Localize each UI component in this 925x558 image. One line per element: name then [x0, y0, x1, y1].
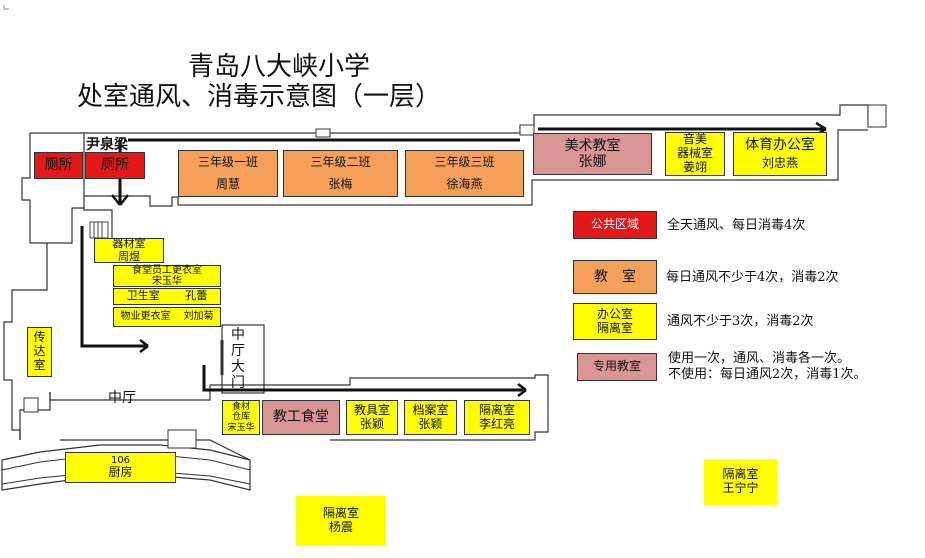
art-name: 美术教室: [564, 137, 621, 154]
isolation3-name: 隔离室: [722, 467, 759, 482]
legend-swatch-public-area: 公共区域: [573, 211, 657, 239]
class2-teacher: 张梅: [328, 176, 353, 191]
teaching-tools-room: 教具室 张颖: [346, 400, 398, 435]
teaching-tools-name: 教具室: [353, 402, 390, 417]
archive-room: 档案室 张颖: [404, 400, 457, 435]
class1-teacher: 周慧: [215, 176, 240, 191]
legend-swatch-special-room: 专用教室: [577, 353, 657, 381]
guard-room-label: 传达室: [33, 330, 46, 372]
middle-hall-label: 中厅: [108, 390, 136, 406]
title-line-2: 处室通风、消毒示意图（一层）: [77, 82, 442, 112]
pe-person: 刘忠燕: [761, 156, 798, 171]
guard-room: 传达室: [27, 327, 52, 377]
legend-desc-special-room-line2: 不使用：每日通风2次，消毒1次。: [668, 367, 867, 382]
legend-key-office-line2: 隔离室: [596, 320, 633, 335]
isolation2-person: 杨震: [328, 520, 353, 534]
teaching-tools-person: 张颖: [359, 416, 384, 431]
equip-name: 器材室: [112, 236, 146, 250]
isolation1-name: 隔离室: [478, 402, 515, 417]
storage-person: 宋玉华: [227, 422, 255, 433]
title-line-1: 青岛八大峡小学: [188, 52, 371, 82]
toilet-right-label: 厕所: [101, 157, 129, 174]
staff-canteen: 教工食堂: [262, 400, 340, 435]
art-classroom: 美术教室 张娜: [533, 133, 652, 175]
property-person: 刘加菊: [183, 311, 214, 323]
clinic-name: 卫生室: [126, 289, 160, 303]
isolation1-person: 李红亮: [478, 416, 515, 431]
class3-teacher: 徐海燕: [446, 176, 483, 191]
isolation-room-3: 隔离室 王宁宁: [704, 459, 777, 505]
legend-desc-office: 通风不少于3次，消毒2次: [667, 314, 814, 329]
music-line1: 音美: [682, 132, 707, 147]
archive-person: 张颖: [418, 416, 443, 431]
equip-person: 周煜: [118, 249, 140, 263]
storage-line2: 仓库: [231, 412, 250, 423]
legend-desc-classroom: 每日通风不少于4次，消毒2次: [666, 270, 839, 285]
legend-desc-public-area: 全天通风、每日消毒4次: [667, 218, 806, 233]
toilet-owner-label: 尹泉梁: [86, 137, 128, 153]
toilet-left: 厕所: [34, 152, 83, 179]
property-room-name: 物业更衣室: [120, 311, 171, 323]
legend-swatch-office: 办公室 隔离室: [573, 303, 657, 340]
canteen-staff-room-name: 食堂员工更衣室: [132, 264, 202, 276]
pe-office: 体育办公室 刘忠燕: [733, 132, 827, 176]
middle-hall-door: 中厅大门: [231, 327, 245, 391]
legend-key-office-line1: 办公室: [596, 306, 633, 321]
kitchen: 106 厨房: [65, 452, 176, 483]
legend-key-classroom: 教 室: [594, 268, 636, 285]
clinic-person: 孔蕾: [185, 289, 208, 303]
pe-name: 体育办公室: [745, 137, 815, 154]
canteen-staff-person: 宋玉华: [152, 276, 182, 287]
property-locker-room: 物业更衣室 刘加菊: [113, 307, 221, 327]
equipment-room: 器材室 周煜: [94, 236, 164, 263]
toilet-left-label: 厕所: [44, 157, 73, 174]
legend-swatch-classroom: 教 室: [573, 260, 657, 294]
art-person: 张娜: [578, 154, 607, 170]
isolation3-person: 王宁宁: [722, 481, 759, 495]
staff-canteen-label: 教工食堂: [273, 409, 329, 426]
kitchen-name: 厨房: [108, 465, 133, 480]
toilet-right: 厕所: [85, 152, 145, 179]
music-line2: 器械室: [676, 146, 713, 161]
legend-desc-special-room-line1: 使用一次，通风、消毒各一次。: [668, 351, 851, 366]
music-person: 姜翊: [682, 159, 707, 174]
legend-key-special-room: 专用教室: [592, 359, 641, 374]
class3-name: 三年级三班: [434, 154, 495, 169]
music-art-equipment-room: 音美 器械室 姜翊: [665, 132, 725, 176]
isolation-room-2: 隔离室 杨震: [296, 496, 386, 546]
clinic-room: 卫生室 孔蕾: [113, 288, 221, 305]
kitchen-number: 106: [110, 454, 131, 466]
classroom-grade3-class2: 三年级二班 张梅: [283, 150, 398, 197]
food-storage-room: 食材 仓库 宋玉华: [222, 400, 260, 435]
legend-key-public-area: 公共区域: [590, 217, 639, 232]
classroom-grade3-class1: 三年级一班 周慧: [178, 150, 278, 197]
canteen-staff-locker-room: 食堂员工更衣室 宋玉华: [113, 265, 221, 287]
isolation-room-1: 隔离室 李红亮: [464, 400, 530, 435]
class2-name: 三年级二班: [310, 154, 371, 169]
isolation2-name: 隔离室: [322, 506, 359, 521]
storage-line1: 食材: [231, 401, 250, 412]
class1-name: 三年级一班: [197, 154, 258, 169]
archive-name: 档案室: [412, 402, 449, 417]
classroom-grade3-class3: 三年级三班 徐海燕: [405, 150, 524, 197]
